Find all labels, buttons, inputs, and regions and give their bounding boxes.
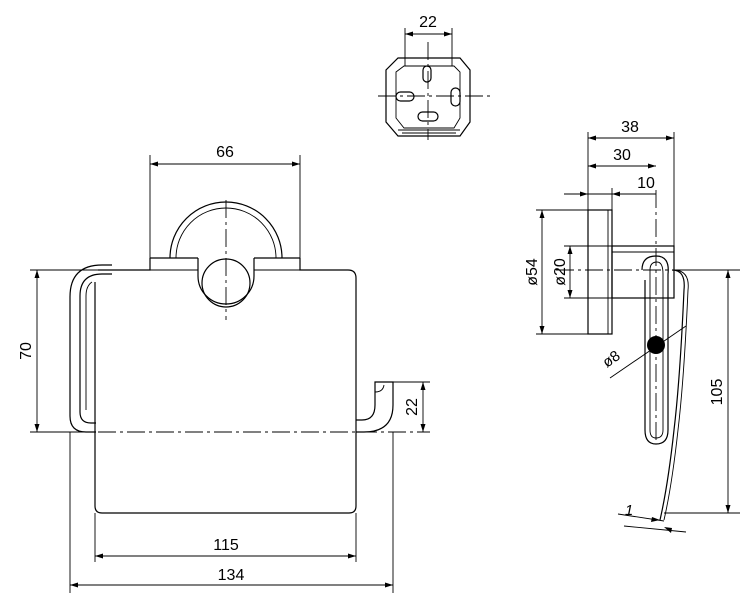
- front-view: 66 70 22 115 134: [18, 144, 430, 593]
- arrow: [34, 424, 40, 432]
- arrow: [95, 553, 103, 559]
- dim-label-d20: ø20: [552, 258, 569, 286]
- dim-label-1: 1: [625, 502, 633, 519]
- dim-label-d8: ø8: [599, 347, 623, 371]
- arrow: [405, 31, 413, 37]
- mounting-plate-inner: [395, 65, 461, 129]
- arrow: [70, 582, 78, 588]
- arrow: [588, 163, 596, 169]
- arrow: [385, 582, 393, 588]
- arrow: [34, 270, 40, 278]
- arrow: [648, 163, 656, 169]
- slot-top: [422, 65, 432, 83]
- slot-left: [395, 91, 415, 102]
- cover-plate-outline: [94, 258, 357, 514]
- arm-left-outer: [69, 264, 112, 433]
- dim-label-66: 66: [216, 144, 234, 161]
- arrow: [150, 161, 158, 167]
- arrow: [348, 553, 356, 559]
- dim-label-30: 30: [613, 147, 631, 164]
- dim-label-115: 115: [213, 537, 239, 554]
- arrow: [420, 424, 426, 432]
- dim-label-70: 70: [18, 342, 35, 360]
- arrow: [664, 527, 672, 533]
- arrow: [666, 135, 674, 141]
- arrow: [651, 517, 660, 522]
- arrow: [539, 326, 545, 334]
- arrow: [580, 191, 588, 197]
- arrow: [567, 246, 573, 254]
- arrow: [725, 270, 731, 278]
- arrow: [612, 191, 620, 197]
- arrow: [444, 31, 452, 37]
- arrow: [539, 210, 545, 218]
- dim-1-line-bottom: [623, 525, 687, 533]
- side-view: ø8 38 30 10 ø54 ø20: [524, 119, 740, 533]
- hook-right: [356, 381, 394, 433]
- dim-label-38: 38: [621, 119, 639, 136]
- dim-label-top-22: 22: [419, 14, 437, 31]
- side-arm-inner: [649, 261, 664, 439]
- arrow: [292, 161, 300, 167]
- side-stem: [611, 245, 675, 299]
- mounting-plate-outline: [385, 57, 471, 137]
- dim-8-leader: [609, 325, 687, 379]
- side-arm: [641, 255, 669, 445]
- arrow: [420, 382, 426, 390]
- arrow: [567, 290, 573, 298]
- dim-label-10: 10: [637, 175, 655, 192]
- cover-left-top: [98, 258, 151, 271]
- top-view: 22: [378, 14, 490, 140]
- arrow: [588, 135, 596, 141]
- arm-left-inner-2: [85, 281, 93, 410]
- side-cover-curve-2: [663, 269, 689, 521]
- dim-label-d54: ø54: [524, 258, 541, 286]
- hook-right-detail: [374, 384, 385, 393]
- dim-label-134: 134: [218, 567, 245, 584]
- side-cover-curve: [659, 269, 685, 521]
- dim-label-22-right: 22: [404, 398, 421, 416]
- dim-label-105: 105: [709, 379, 726, 406]
- arm-left-inner: [79, 273, 112, 424]
- arrow: [725, 505, 731, 513]
- slot-right: [450, 87, 461, 107]
